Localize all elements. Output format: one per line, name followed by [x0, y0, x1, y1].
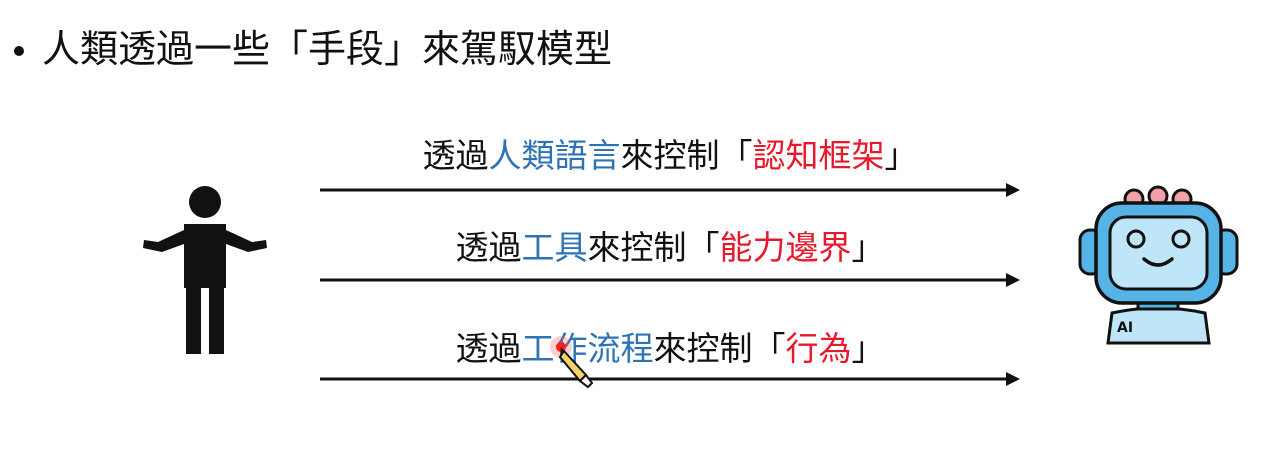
pen-laser-cursor-icon	[548, 335, 598, 389]
row-2-middle: 來控制「	[587, 228, 720, 267]
control-row-1: 透過人類語言來控制「認知框架」	[320, 134, 1020, 178]
row-3-means: 工作流程	[521, 329, 654, 368]
arrow-3	[320, 372, 1020, 386]
control-row-3: 透過工作流程來控制「行為」	[320, 327, 1020, 371]
heading-text: 人類透過一些「手段」來駕馭模型	[42, 27, 613, 71]
row-3-suffix: 」	[851, 329, 885, 368]
row-3-target: 行為	[785, 329, 852, 368]
bullet-icon	[14, 46, 24, 56]
row-1-target: 認知框架	[752, 136, 885, 175]
row-2-suffix: 」	[851, 228, 885, 267]
row-1-middle: 來控制「	[620, 136, 753, 175]
control-row-2: 透過工具來控制「能力邊界」	[320, 226, 1020, 270]
robot-badge: AI	[1117, 320, 1134, 336]
person-shrugging-icon	[140, 180, 270, 360]
row-1-prefix: 透過	[422, 136, 489, 175]
row-3-middle: 來控制「	[653, 329, 786, 368]
arrow-2	[320, 273, 1020, 287]
row-2-target: 能力邊界	[719, 228, 852, 267]
row-2-means: 工具	[521, 228, 588, 267]
row-3-prefix: 透過	[455, 329, 522, 368]
slide-heading: 人類透過一些「手段」來駕馭模型	[14, 22, 612, 76]
robot-icon: AI	[1076, 185, 1241, 350]
arrow-1	[320, 183, 1020, 197]
row-2-prefix: 透過	[455, 228, 522, 267]
row-1-means: 人類語言	[488, 136, 621, 175]
row-1-suffix: 」	[884, 136, 918, 175]
